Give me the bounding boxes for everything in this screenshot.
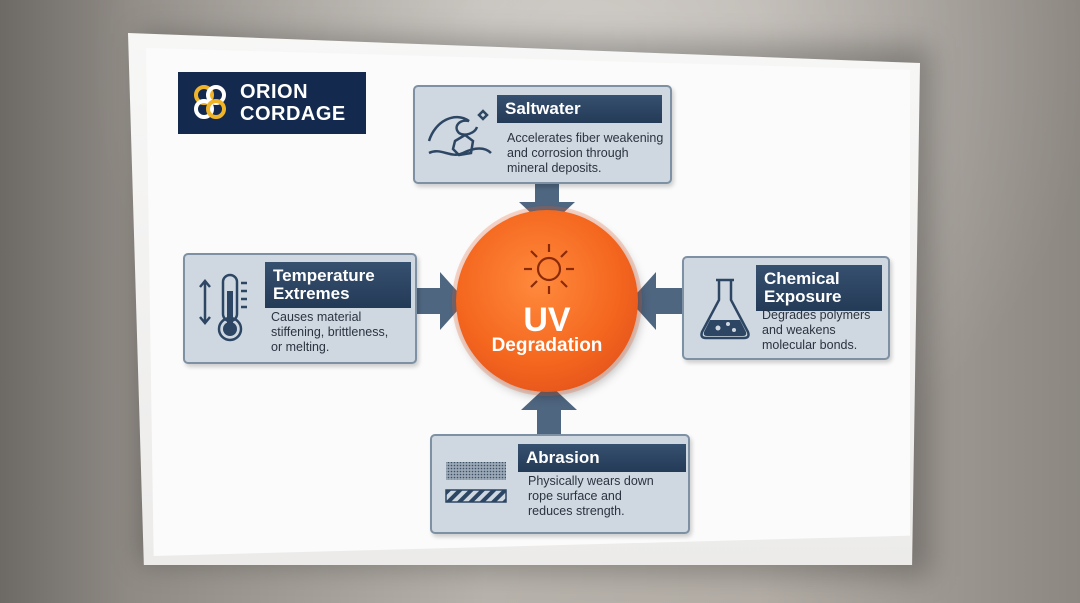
abrasion-title: Abrasion: [518, 444, 686, 472]
arrow-right: [412, 272, 466, 330]
temperature-text-3: or melting.: [271, 340, 330, 354]
card-saltwater: Saltwater Accelerates fiber weakening an…: [413, 85, 672, 184]
card-chemical: Chemical Exposure Degrades polymers and …: [682, 256, 890, 360]
abrasion-text-2: rope surface and: [528, 489, 622, 503]
center-subtitle: Degradation: [491, 335, 603, 356]
brand-logo: ORION CORDAGE: [178, 72, 366, 134]
center-title: UV: [523, 301, 571, 339]
chemical-text-1: Degrades polymers: [762, 308, 871, 322]
flask-icon: [700, 278, 750, 340]
abrasion-text-3: reduces strength.: [528, 504, 625, 518]
temperature-title-2: Extremes: [273, 284, 350, 303]
thermometer-icon: [199, 273, 247, 342]
arrow-left: [630, 272, 684, 330]
uv-degradation-circle: [456, 210, 638, 392]
chemical-title-1: Chemical: [764, 269, 840, 288]
temperature-title-1: Temperature: [273, 266, 375, 285]
sun-icon: [524, 244, 574, 294]
temperature-text-2: stiffening, brittleness,: [271, 325, 389, 339]
saltwater-text-2: and corrosion through: [507, 146, 629, 160]
abrasion-text-1: Physically wears down: [528, 474, 654, 488]
knot-icon: [194, 85, 226, 119]
abrasion-texture-icon: [445, 462, 507, 503]
chemical-text-3: molecular bonds.: [762, 338, 858, 352]
brand-line-1: ORION: [240, 81, 309, 103]
saltwater-text-3: mineral deposits.: [507, 161, 602, 175]
temperature-text-1: Causes material: [271, 310, 362, 324]
wave-icon: [427, 109, 492, 157]
chemical-text-2: and weakens: [762, 323, 836, 337]
card-temperature: Temperature Extremes Causes material sti…: [183, 253, 417, 364]
chemical-title-2: Exposure: [764, 287, 842, 306]
saltwater-title: Saltwater: [497, 95, 662, 123]
arrow-down: [519, 180, 575, 228]
arrow-up: [521, 384, 577, 436]
brand-line-2: CORDAGE: [240, 103, 346, 125]
card-abrasion: Abrasion Physically wears down rope surf…: [430, 434, 690, 534]
saltwater-text-1: Accelerates fiber weakening: [507, 131, 664, 145]
